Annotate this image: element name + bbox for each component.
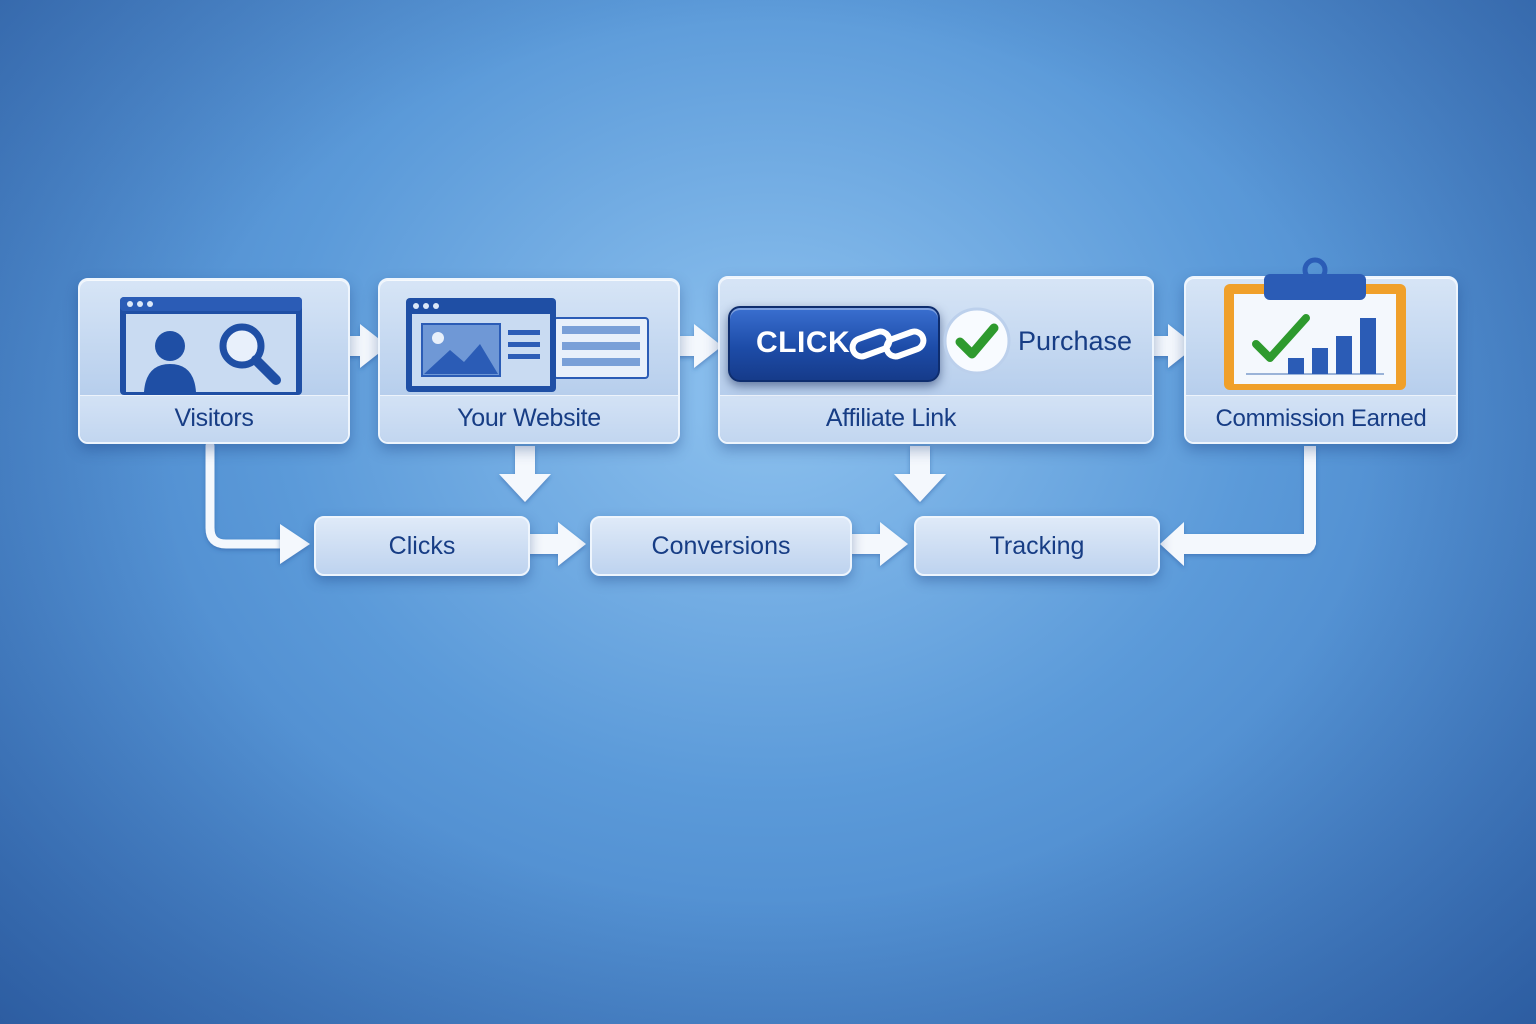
clicks-box: Clicks: [314, 516, 530, 576]
tracking-label: Tracking: [989, 531, 1085, 560]
website-label: Your Website: [457, 404, 601, 432]
chain-link-icon: [849, 328, 927, 360]
arrow-commission-tracking: [1160, 446, 1316, 566]
arrow-affiliate-down: [894, 446, 946, 502]
arrow-conversions-tracking: [850, 522, 908, 566]
conversions-label: Conversions: [651, 531, 791, 560]
webpage-image-icon: [406, 298, 649, 392]
commission-label-band: [1186, 395, 1456, 442]
website-card: Your Website: [378, 278, 680, 444]
arrow-visitors-website: [330, 324, 388, 368]
website-label-band: [380, 395, 678, 442]
arrow-website-down: [499, 446, 551, 502]
arrow-visitors-clicks-head: [280, 524, 310, 564]
visitors-card: Visitors: [78, 278, 350, 444]
click-button[interactable]: CLICK: [728, 306, 940, 382]
click-button-label: CLICK: [756, 326, 851, 359]
checkmark-icon: [943, 307, 1011, 375]
arrow-purchase-commission: [1138, 324, 1196, 368]
visitors-label: Visitors: [174, 404, 254, 432]
clicks-label: Clicks: [388, 531, 456, 560]
affiliate-label: Affiliate Link: [825, 404, 957, 432]
purchase-label: Purchase: [1018, 326, 1133, 356]
affiliate-label-band: [720, 395, 1152, 442]
magnifier-user-icon: [120, 297, 302, 395]
arrow-visitors-clicks-line: [205, 441, 289, 549]
clipboard-chart-icon: [1224, 257, 1406, 390]
commission-label: Commission Earned: [1215, 405, 1427, 432]
arrow-clicks-conversions: [528, 522, 586, 566]
tracking-box: Tracking: [914, 516, 1160, 576]
visitors-label-band: [80, 395, 348, 442]
arrow-website-affiliate: [662, 324, 722, 368]
conversions-box: Conversions: [590, 516, 852, 576]
